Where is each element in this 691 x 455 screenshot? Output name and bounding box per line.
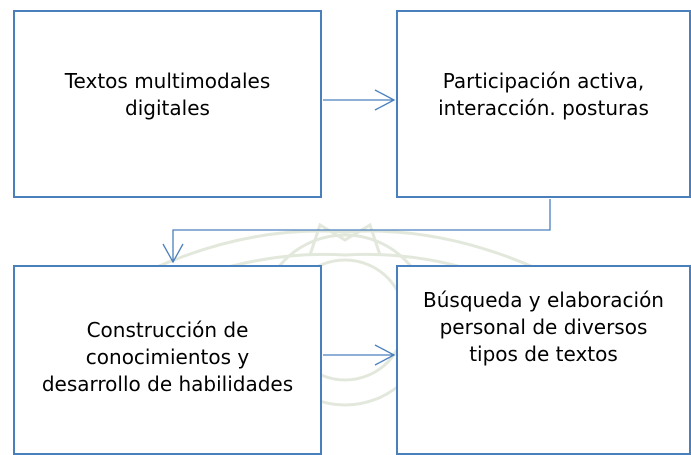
node-label: Participación activa, interacción. postu… bbox=[438, 69, 649, 120]
node-construccion-conocimientos: Construcción de conocimientos y desarrol… bbox=[13, 265, 322, 455]
node-label: Construcción de conocimientos y desarrol… bbox=[41, 317, 294, 396]
node-participacion-activa: Participación activa, interacción. postu… bbox=[396, 10, 691, 198]
node-textos-multimodales: Textos multimodales digitales bbox=[13, 10, 322, 198]
node-label: Búsqueda y elaboración personal de diver… bbox=[423, 288, 664, 366]
node-busqueda-elaboracion: Búsqueda y elaboración personal de diver… bbox=[396, 265, 691, 455]
node-label: Textos multimodales digitales bbox=[64, 69, 271, 120]
